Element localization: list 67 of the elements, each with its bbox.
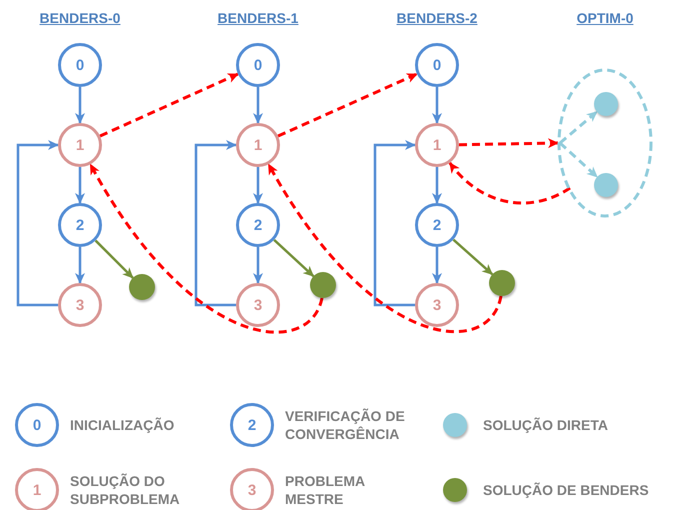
legend-text: PROBLEMA MESTRE	[285, 472, 366, 508]
step-number: 0	[254, 58, 262, 72]
step-circle	[58, 283, 102, 327]
legend-text: SOLUÇÃO DIRETA	[483, 416, 609, 434]
arrow	[94, 240, 134, 279]
column-heading: OPTIM-0	[576, 10, 634, 26]
arrow	[75, 167, 85, 204]
step-circle	[236, 203, 280, 247]
step-number: 1	[254, 138, 262, 152]
arrow	[253, 167, 263, 204]
solution-dot	[310, 272, 336, 298]
step-number: 1	[432, 138, 442, 152]
step-number: 2	[76, 218, 84, 232]
dashed-arrow	[559, 110, 598, 144]
step-number: 2	[254, 218, 262, 232]
arrow	[75, 87, 85, 124]
legend-number: 3	[248, 482, 256, 498]
dashed-arrow	[89, 164, 324, 334]
legend-number: 0	[32, 418, 42, 432]
solution-dot	[594, 173, 618, 197]
arrow	[253, 87, 263, 124]
dashed-arrow	[277, 72, 418, 138]
legend-text: VERIFICAÇÃO DE CONVERGÊNCIA	[285, 407, 406, 443]
step-number: 2	[432, 218, 442, 232]
column-heading: BENDERS-0	[38, 10, 122, 26]
dashed-arrow	[458, 138, 559, 148]
step-circle	[415, 203, 459, 247]
arrow	[194, 140, 237, 306]
column-heading: BENDERS-2	[396, 10, 478, 26]
arrow	[432, 167, 442, 204]
solution-dot	[129, 274, 155, 300]
step-circle	[236, 123, 280, 167]
step-circle	[58, 203, 102, 247]
arrow	[16, 140, 59, 306]
arrow	[432, 87, 442, 124]
step-circle	[58, 123, 102, 167]
step-number: 0	[432, 58, 442, 72]
step-circle	[415, 283, 459, 327]
dashed-arrow	[448, 162, 571, 204]
arrow	[75, 247, 85, 284]
step-circle	[415, 123, 459, 167]
legend-text: SOLUÇÃO DO SUBPROBLEMA	[70, 472, 181, 508]
step-number: 0	[76, 58, 84, 72]
step-circle	[58, 43, 102, 87]
solution-dot	[489, 270, 515, 296]
step-number: 1	[76, 138, 84, 152]
legend-number: 2	[248, 418, 256, 432]
step-circle	[415, 43, 459, 87]
dashed-ellipse	[557, 68, 653, 218]
column-heading: BENDERS-1	[216, 10, 300, 26]
dashed-arrow	[99, 72, 239, 138]
step-circle	[236, 43, 280, 87]
step-number: 3	[254, 298, 262, 312]
arrow	[452, 238, 494, 276]
legend-text: INICIALIZAÇÃO	[70, 416, 176, 434]
arrow	[374, 140, 416, 306]
arrow	[432, 247, 442, 284]
arrow	[273, 239, 314, 278]
dashed-arrow	[558, 142, 598, 178]
arrow	[253, 247, 263, 284]
step-circle	[236, 283, 280, 327]
legend-text: SOLUÇÃO DE BENDERS	[483, 481, 650, 499]
step-number: 3	[432, 298, 442, 312]
dashed-arrow	[267, 163, 502, 333]
step-number: 3	[76, 298, 84, 312]
solution-dot	[594, 92, 618, 116]
legend-number: 1	[32, 482, 42, 498]
